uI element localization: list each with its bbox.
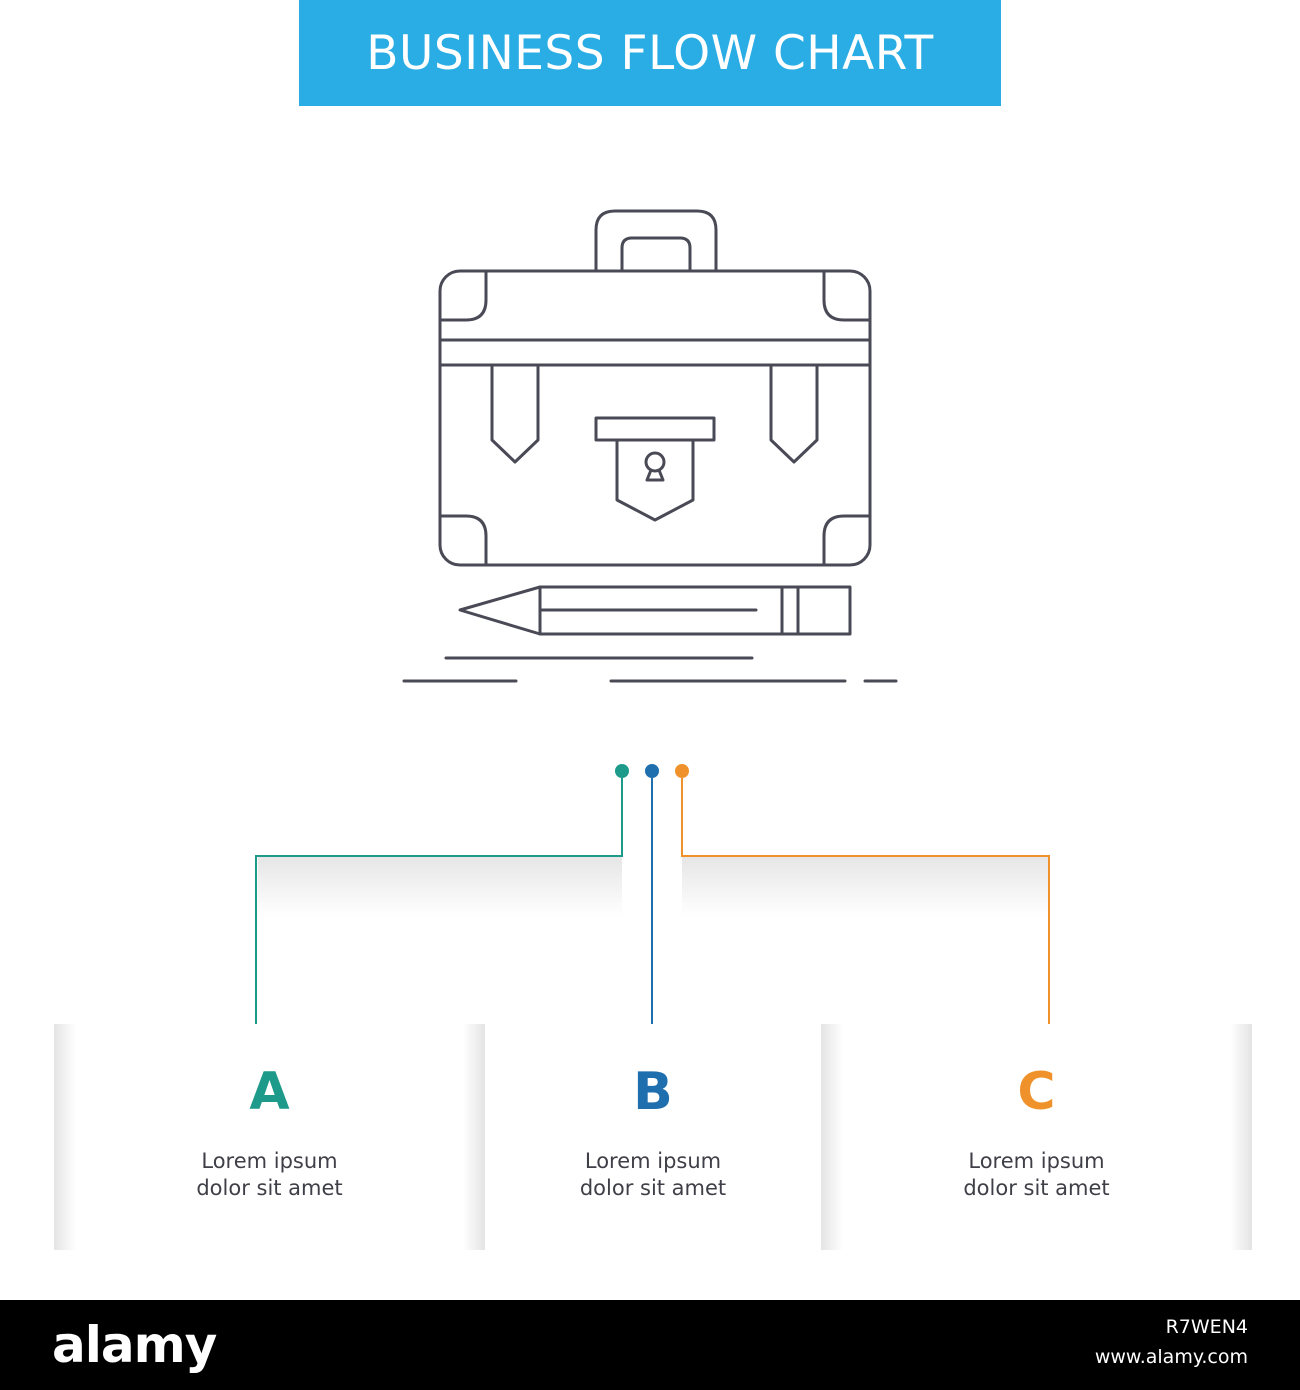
- branch-c-line: [681, 778, 1050, 1036]
- footer-logo: alamy: [52, 1316, 217, 1374]
- corner-tr: [822, 269, 872, 322]
- corner-bl: [438, 514, 488, 567]
- step-a-line2: dolor sit amet: [196, 1176, 343, 1200]
- flow-diagram: [255, 209, 1050, 1036]
- footer-bar: alamy R7WEN4 www.alamy.com: [0, 1300, 1300, 1390]
- title-banner: BUSINESS FLOW CHART: [299, 0, 1001, 106]
- chart-title: BUSINESS FLOW CHART: [366, 25, 934, 81]
- pencil: [458, 585, 852, 636]
- branch-a-dot: [615, 764, 629, 778]
- strap-left: [490, 363, 540, 464]
- branch-c-dot: [675, 764, 689, 778]
- step-a-panel: A Lorem ipsum dolor sit amet: [54, 1024, 485, 1250]
- step-c-line2: dolor sit amet: [963, 1176, 1110, 1200]
- step-a-line1: Lorem ipsum: [201, 1149, 338, 1173]
- step-b-line2: dolor sit amet: [579, 1176, 727, 1200]
- lock-plate: [615, 438, 695, 522]
- step-b-letter: B: [633, 1062, 673, 1122]
- step-b-text: Lorem ipsum dolor sit amet: [485, 1148, 821, 1202]
- step-c-line1: Lorem ipsum: [968, 1149, 1105, 1173]
- branch-a-line: [255, 778, 623, 1036]
- step-a-letter: A: [249, 1062, 290, 1122]
- band-left: [258, 857, 622, 917]
- footer-url[interactable]: www.alamy.com: [1094, 1346, 1248, 1368]
- branch-b-dot: [645, 764, 659, 778]
- strap-right: [769, 363, 819, 464]
- step-c-text: Lorem ipsum dolor sit amet: [821, 1148, 1252, 1202]
- step-b-panel: B Lorem ipsum dolor sit amet: [485, 1024, 821, 1250]
- briefcase-with-pencil-icon: [402, 209, 898, 683]
- lock-bar: [594, 416, 716, 442]
- step-a-text: Lorem ipsum dolor sit amet: [54, 1148, 485, 1202]
- corner-br: [822, 514, 872, 567]
- step-c-letter: C: [1017, 1062, 1056, 1122]
- case-body: [438, 269, 872, 567]
- band-right: [682, 857, 1048, 917]
- corner-tl: [438, 269, 488, 322]
- step-c-panel: C Lorem ipsum dolor sit amet: [821, 1024, 1252, 1250]
- footer-image-id: R7WEN4: [1165, 1316, 1248, 1338]
- handle-outer: [594, 209, 718, 273]
- step-b-line1: Lorem ipsum: [584, 1149, 722, 1173]
- handle-inner: [620, 236, 692, 273]
